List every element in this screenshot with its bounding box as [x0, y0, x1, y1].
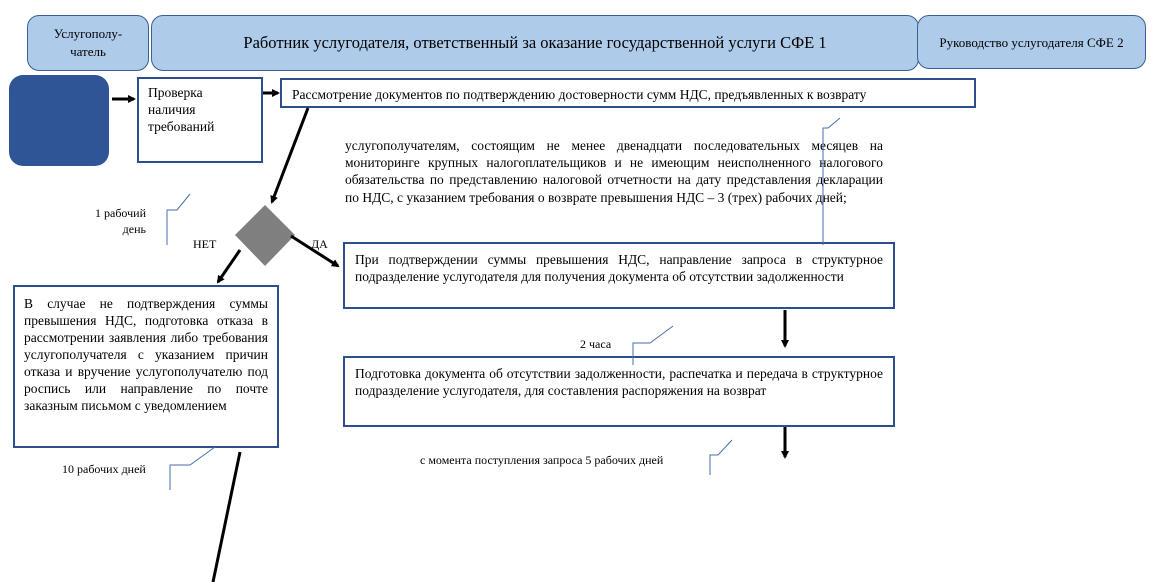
callout-review — [822, 117, 841, 245]
callout-five-days — [709, 439, 733, 475]
callout-one-day — [166, 193, 191, 245]
line-no-down — [211, 451, 242, 582]
one-day-label: 1 рабочий день — [95, 206, 146, 236]
arrow-review-to-decision — [270, 107, 310, 204]
callout-two-hours — [632, 325, 674, 365]
lane-header-management: Руководство услугодателя СФЕ 2 — [917, 15, 1146, 69]
yes-branch-box: При подтверждении суммы превышения НДС, … — [343, 242, 895, 309]
arrow-decision-no — [216, 249, 242, 284]
two-hours-label: 2 часа — [580, 337, 612, 351]
arrow-decision-yes — [290, 234, 340, 268]
review-documents-box: Рассмотрение документов по подтверждению… — [280, 78, 976, 108]
prepare-document-box: Подготовка документа об отсутствии задол… — [343, 356, 895, 427]
start-node — [9, 75, 109, 166]
five-days-label: с момента поступления запроса 5 рабочих … — [420, 453, 664, 467]
no-branch-box: В случае не подтверждения суммы превышен… — [13, 285, 279, 448]
ten-days-label: 10 рабочих дней — [62, 462, 146, 476]
review-note-text: услугополучателям, состоящим не менее дв… — [345, 138, 883, 205]
callout-ten-days — [169, 446, 216, 490]
decision-diamond — [235, 205, 295, 266]
lane-header-employee: Работник услугодателя, ответственный за … — [151, 15, 919, 71]
check-requirements-box: Проверка наличия требований — [137, 77, 263, 163]
lane-header-service-recipient: Услугополу- чатель — [27, 15, 149, 71]
yes-label: ДА — [311, 237, 328, 251]
no-label: НЕТ — [193, 237, 217, 251]
